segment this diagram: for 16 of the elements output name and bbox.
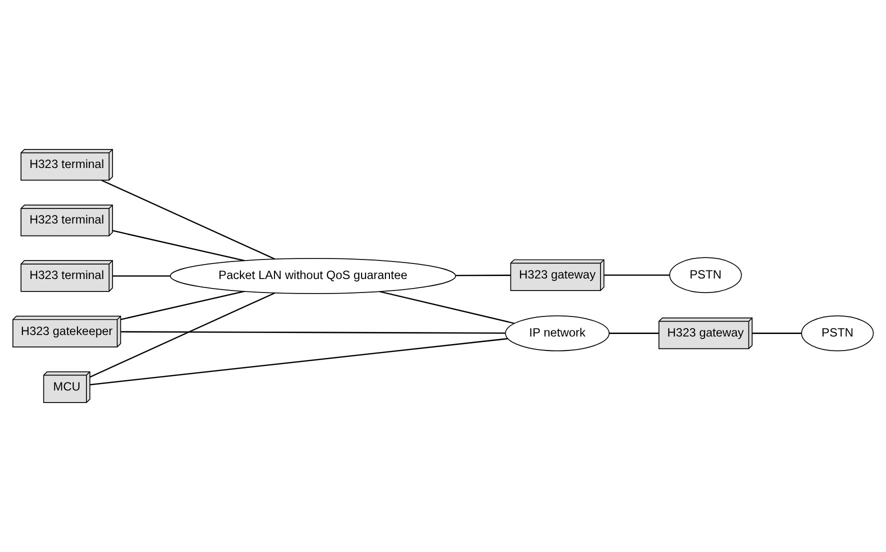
connector [604, 274, 670, 276]
node-ellipse: IP network [505, 315, 610, 352]
connector [101, 180, 276, 260]
connector [752, 332, 802, 334]
connector [112, 275, 170, 277]
node-ellipse: PSTN [801, 315, 874, 352]
connector [120, 290, 244, 320]
connector [456, 274, 511, 276]
connector [120, 331, 506, 334]
node-ellipse: PSTN [669, 257, 742, 294]
node-ellipse: Packet LAN without QoS guarantee [170, 258, 456, 294]
connector [380, 290, 514, 324]
connector [90, 292, 276, 378]
connector [609, 332, 659, 334]
connector [112, 230, 245, 262]
connector [90, 338, 508, 386]
